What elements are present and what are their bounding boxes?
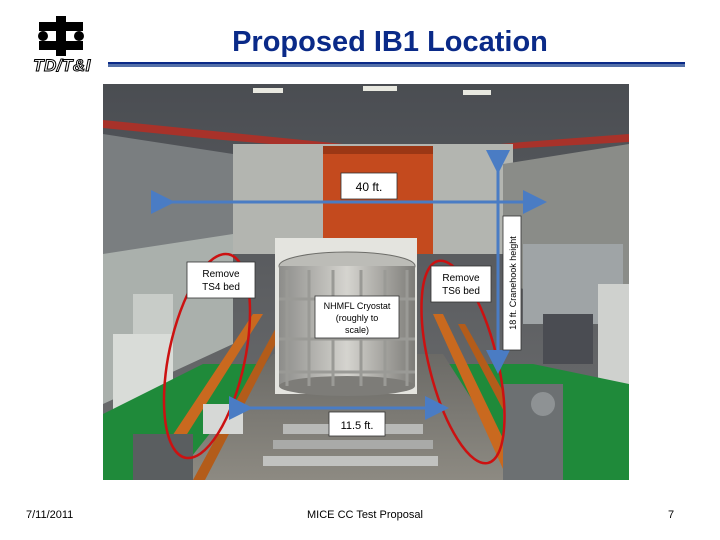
remove-right-label-line1: Remove bbox=[442, 273, 480, 284]
remove-left-ellipse bbox=[162, 252, 252, 460]
width-label: 40 ft. bbox=[356, 180, 383, 194]
footer-date: 7/11/2011 bbox=[26, 509, 74, 521]
remove-left-label-line2: TS4 bed bbox=[202, 282, 240, 293]
fermilab-logo: TD/T&I bbox=[20, 16, 104, 80]
page-number: 7 bbox=[668, 509, 675, 521]
footer-title: MICE CC Test Proposal bbox=[307, 509, 423, 521]
remove-left-label-line1: Remove bbox=[202, 269, 240, 280]
fermilab-logo-icon bbox=[38, 16, 84, 56]
logo-text: TD/T&I bbox=[33, 56, 91, 76]
cryostat-label-line3: scale) bbox=[345, 325, 369, 335]
cryostat-width-label: 11.5 ft. bbox=[341, 420, 374, 432]
lab-photo-scene: 40 ft. 18 ft. Cranehook height Remove TS… bbox=[103, 84, 629, 480]
height-label: 18 ft. Cranehook height bbox=[508, 236, 518, 330]
slide-title: Proposed IB1 Location bbox=[232, 26, 548, 58]
cryostat-label-line2: (roughly to bbox=[336, 313, 379, 323]
lab-photo: 40 ft. 18 ft. Cranehook height Remove TS… bbox=[103, 84, 629, 480]
title-rule bbox=[108, 62, 685, 64]
remove-right-label-line2: TS6 bed bbox=[442, 286, 480, 297]
cryostat-label-line1: NHMFL Cryostat bbox=[324, 301, 391, 311]
title-rule-accent bbox=[108, 64, 685, 67]
